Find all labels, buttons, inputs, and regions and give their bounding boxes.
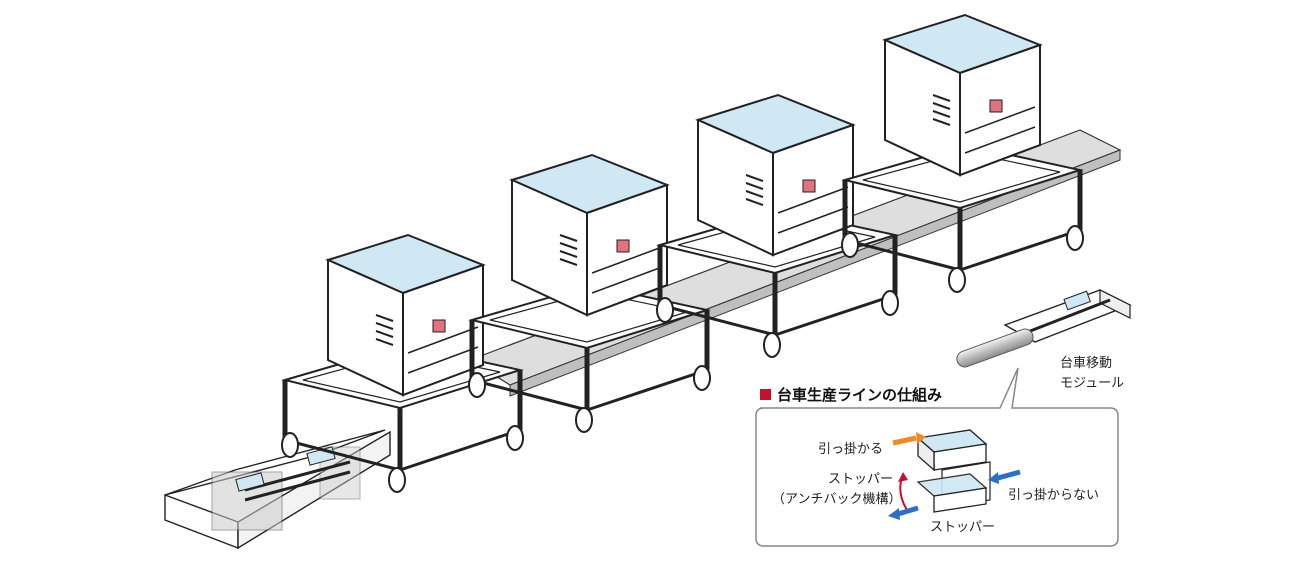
- label-no-hook: 引っ掛からない: [1008, 488, 1100, 503]
- label-stopper-left-line1: ストッパー: [828, 472, 894, 487]
- arrow-icon-blue-right: [988, 469, 1021, 484]
- cart-moving-module: [956, 289, 1132, 368]
- inset-title-text: 台車生産ラインの仕組み: [777, 386, 943, 404]
- inset-title: 台車生産ラインの仕組み: [760, 384, 942, 405]
- module-label-line2: モジュール: [1060, 376, 1125, 391]
- drive-module-left: [164, 429, 391, 550]
- copier-machine-3: [695, 93, 856, 257]
- red-square-icon: [760, 389, 771, 400]
- cart-4: [841, 143, 1084, 293]
- stopper-illustration: [898, 429, 991, 513]
- label-stopper-bottom: ストッパー: [930, 520, 996, 535]
- label-stopper-left-line2: （アンチバック機構）: [772, 492, 902, 507]
- copier-machine-1: [325, 233, 486, 397]
- cart-machine-group: [281, 13, 1084, 493]
- module-label-line1: 台車移動: [1060, 356, 1113, 371]
- arrow-icon-orange: [892, 432, 926, 446]
- label-hook: 引っ掛かる: [818, 442, 884, 457]
- arrow-icon-blue-left: [888, 505, 919, 520]
- copier-machine-2: [509, 153, 670, 317]
- copier-machine-4: [882, 13, 1043, 177]
